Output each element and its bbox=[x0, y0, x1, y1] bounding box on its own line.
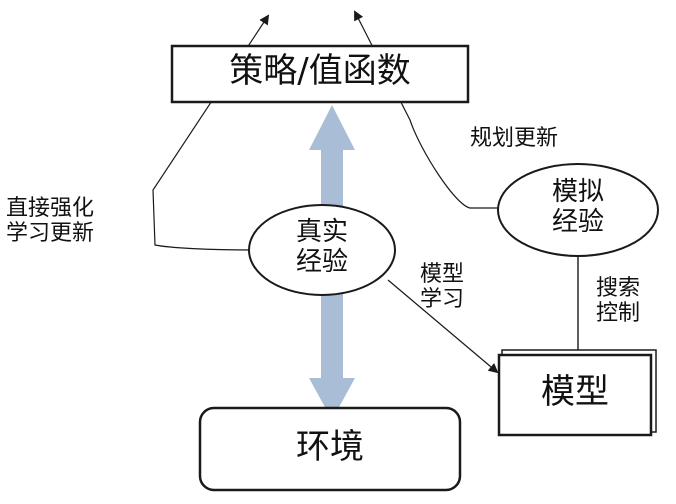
model-learning-edge bbox=[387, 279, 499, 374]
direct-rl-label: 直接强化 学习更新 bbox=[6, 196, 95, 247]
model-label: 模型 bbox=[541, 372, 609, 412]
environment-label: 环境 bbox=[296, 427, 364, 467]
simulated-experience-label: 模拟 经验 bbox=[551, 177, 604, 237]
policy-value-label: 策略/值函数 bbox=[229, 51, 411, 91]
direct-rl-edge bbox=[152, 14, 270, 251]
planning-label: 规划更新 bbox=[470, 126, 559, 151]
model-box bbox=[497, 353, 653, 437]
search-control-label: 搜索 控制 bbox=[596, 276, 641, 327]
planning-edge bbox=[354, 10, 500, 209]
policy-value-box bbox=[170, 44, 470, 104]
environment-box bbox=[198, 406, 462, 492]
real-experience-ellipse bbox=[248, 204, 396, 296]
simulated-experience-ellipse bbox=[497, 163, 659, 257]
model-learning-label: 模型 学习 bbox=[420, 262, 465, 313]
real-experience-label: 真实 经验 bbox=[295, 217, 348, 277]
